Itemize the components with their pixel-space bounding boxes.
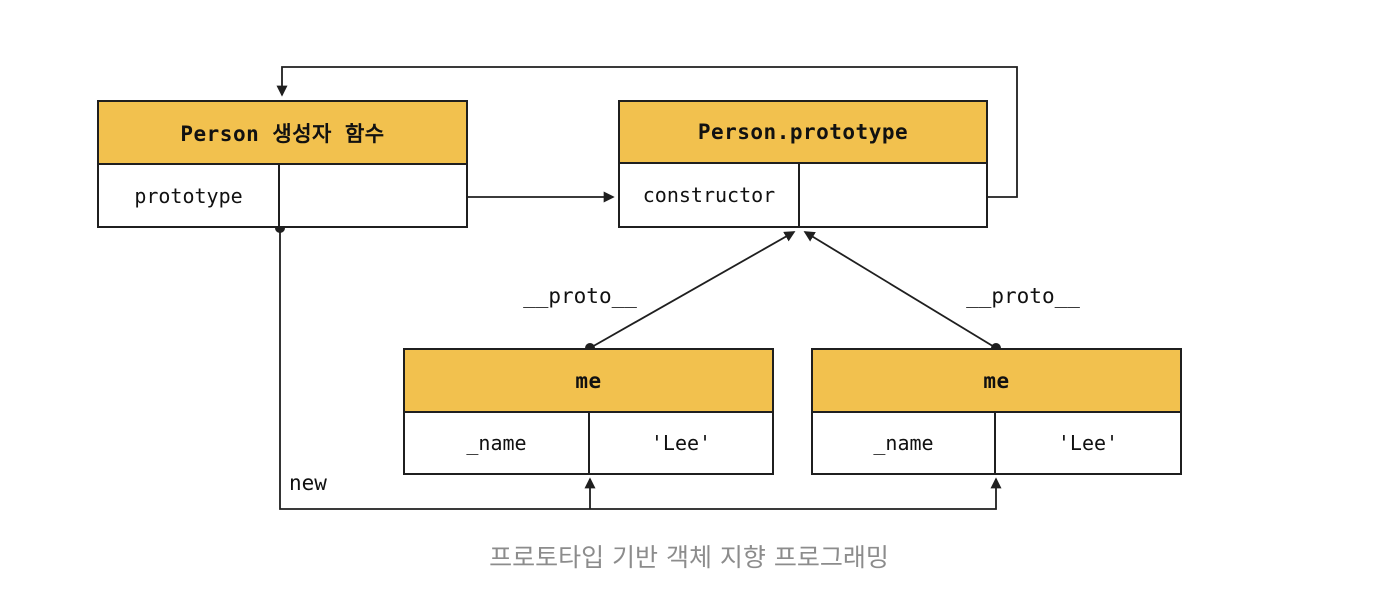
person-constructor-key-prototype: prototype (99, 165, 280, 226)
arrow-proto-right (803, 231, 997, 349)
person-prototype-row: constructor (620, 164, 986, 226)
me-object-right-title: me (813, 350, 1180, 413)
person-constructor-value-prototype (280, 165, 466, 226)
me-object-left-key-name: _name (405, 413, 590, 473)
me-object-right-value-name: 'Lee' (1057, 431, 1119, 455)
arrow-new-to-me-right (279, 228, 1002, 510)
person-constructor-title: Person 생성자 함수 (99, 102, 466, 165)
person-prototype-key-constructor: constructor (620, 164, 800, 226)
me-object-left-title: me (405, 350, 772, 413)
me-object-left-box: me _name 'Lee' (403, 348, 774, 475)
person-prototype-box: Person.prototype constructor (618, 100, 988, 228)
me-object-right-box: me _name 'Lee' (811, 348, 1182, 475)
me-object-left-row: _name 'Lee' (405, 413, 772, 473)
proto-label-right: __proto__ (966, 284, 1080, 308)
person-prototype-title: Person.prototype (620, 102, 986, 164)
arrow-proto-left (589, 231, 796, 349)
diagram-caption: 프로토타입 기반 객체 지향 프로그래밍 (489, 543, 889, 572)
proto-label-left: __proto__ (523, 284, 637, 308)
person-prototype-value-constructor (800, 164, 986, 226)
new-keyword-label: new (289, 471, 327, 495)
me-object-right-key-name: _name (813, 413, 996, 473)
person-constructor-box: Person 생성자 함수 prototype (97, 100, 468, 228)
me-object-right-row: _name 'Lee' (813, 413, 1180, 473)
person-constructor-row: prototype (99, 165, 466, 226)
me-object-left-value-name: 'Lee' (650, 431, 712, 455)
